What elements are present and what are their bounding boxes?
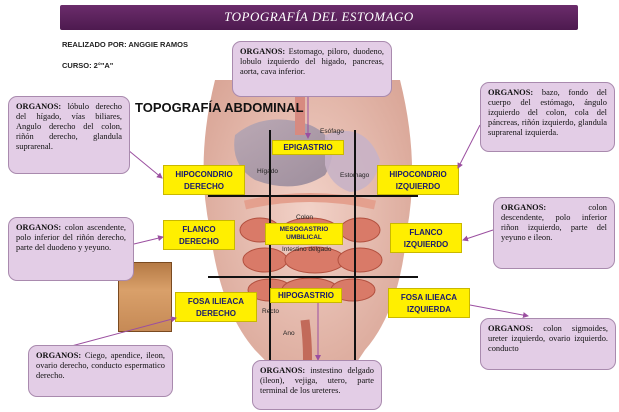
region-epigastrio: EPIGASTRIO	[272, 140, 344, 155]
organs-box-fosa-izquierda: ORGANOS: colon sigmoides, ureter izquier…	[480, 318, 616, 370]
author-text: REALIZADO POR: ANGGIE RAMOS	[62, 40, 188, 49]
abdomen-illustration	[203, 80, 413, 410]
organs-box-hipocondrio-derecho: ORGANOS: lóbulo derecho del hígado, vías…	[8, 96, 130, 174]
label-colon: Colon	[296, 214, 313, 221]
title-banner: TOPOGRAFÍA DEL ESTOMAGO	[60, 5, 578, 30]
label-higado: Hígado	[257, 168, 278, 175]
organs-box-hipogastrio: ORGANOS: instestino delgado (ileon), vej…	[252, 360, 382, 410]
organs-box-epigastrio: ORGANOS: Estomago, piloro, duodeno, lobu…	[232, 41, 392, 97]
label-intestino: Intestino delgado	[282, 246, 332, 253]
organs-box-flanco-izquierdo: ORGANOS: colon descendente, polo inferio…	[493, 197, 615, 269]
label-ano: Ano	[283, 330, 295, 337]
label-recto: Recto	[262, 308, 279, 315]
divider-upper	[208, 195, 418, 197]
course-text: CURSO: 2°"A"	[62, 61, 114, 70]
region-hipogastrio: HIPOGASTRIO	[270, 288, 342, 303]
organs-box-hipocondrio-izquierdo: ORGANOS: bazo, fondo del cuerpo del estó…	[480, 82, 615, 152]
organs-box-fosa-derecha: ORGANOS: Ciego, apendice, ileon, ovario …	[28, 345, 173, 397]
page-title: TOPOGRAFÍA DEL ESTOMAGO	[224, 9, 414, 24]
label-estomago: Estomago	[340, 172, 370, 179]
divider-lower	[208, 276, 418, 278]
organs-box-flanco-derecho: ORGANOS: colon ascendente, polo inferior…	[8, 217, 134, 281]
main-title: TOPOGRAFÍA ABDOMINAL	[135, 100, 304, 115]
label-esofago: Esófago	[320, 128, 344, 135]
